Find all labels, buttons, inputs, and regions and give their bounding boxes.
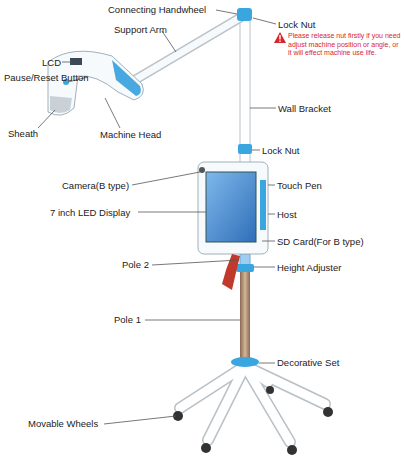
part-label: LCD [42, 57, 61, 68]
cord [222, 254, 240, 290]
part-label: Support Arm [114, 24, 167, 35]
wall-bracket [240, 20, 250, 164]
sheath [50, 96, 72, 113]
warning-note: Please release nut firstly if you need a… [288, 32, 402, 58]
part-label: Height Adjuster [277, 262, 341, 273]
part-label: Lock Nut [278, 19, 316, 30]
part-label: Wall Bracket [278, 103, 331, 114]
lcd [70, 58, 82, 65]
part-label: Touch Pen [277, 180, 322, 191]
part-label: Decorative Set [277, 357, 339, 368]
part-label: Machine Head [100, 129, 161, 140]
base [180, 366, 325, 442]
led-display [206, 172, 256, 242]
part-label: Movable Wheels [28, 418, 98, 429]
part-label: Pole 2 [122, 259, 149, 270]
part-label: Camera(B type) [62, 180, 129, 191]
machine-head [48, 51, 143, 115]
part-label: Host [277, 209, 297, 220]
part-label: Pole 1 [114, 314, 141, 325]
decorative-ring [231, 357, 259, 367]
host-body [198, 162, 268, 254]
warning-icon [274, 32, 286, 43]
part-label: 7 inch LED Display [50, 207, 130, 218]
lock-nut [238, 144, 252, 154]
part-label: Pause/Reset Button [4, 72, 89, 83]
part-label: SD Card(For B type) [277, 236, 364, 247]
height-adjuster [236, 264, 254, 272]
pole-1 [240, 272, 250, 360]
host-side [260, 180, 266, 230]
head-stripe [112, 60, 141, 96]
wheels [173, 386, 333, 455]
lock-nut [237, 8, 252, 21]
part-label: Connecting Handwheel [108, 4, 206, 15]
part-label: Sheath [8, 128, 38, 139]
part-label: Lock Nut [262, 145, 300, 156]
